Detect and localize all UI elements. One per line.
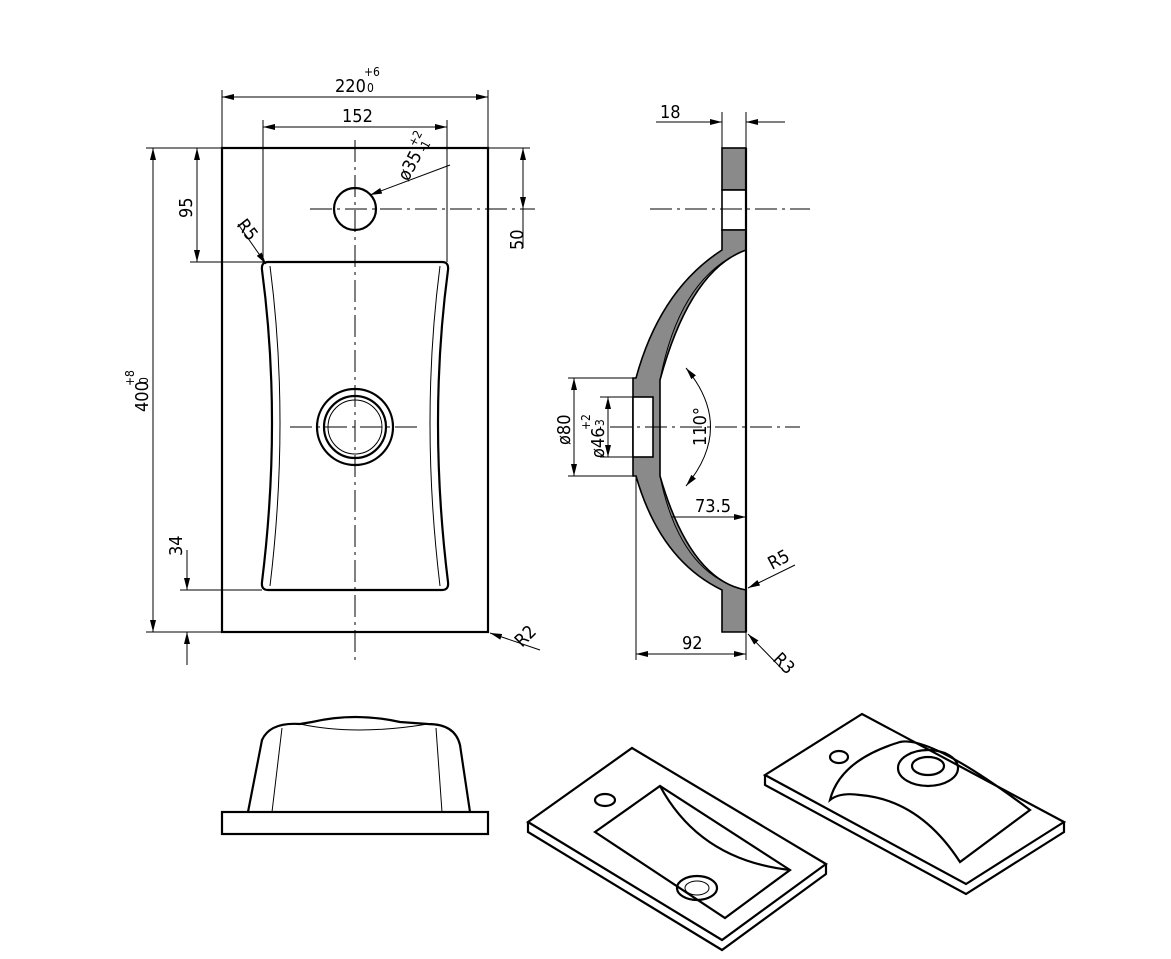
dim-tap-offset: 50	[507, 229, 528, 250]
dim-width: 220	[335, 76, 366, 97]
side-section-view: 18 ø80 ø46 +2 -3 110° 73.5 R5 92 R3	[554, 102, 810, 679]
dim-tap-hole: ø35	[394, 148, 427, 185]
end-elevation-view	[220, 715, 490, 836]
dim-inner-depth: 73.5	[695, 496, 731, 517]
svg-text:-3: -3	[593, 419, 607, 430]
svg-text:+2: +2	[579, 414, 593, 430]
isometric-view-top	[526, 746, 828, 952]
svg-text:+8: +8	[123, 370, 137, 386]
dim-angle: 110°	[690, 407, 711, 446]
svg-text:0: 0	[367, 81, 374, 95]
isometric-view-underside	[762, 712, 1067, 896]
dim-edge-radius: R5	[764, 546, 793, 575]
front-view: 220 +6 0 152 ø35 +2 -1 95 50 R5 400	[123, 65, 541, 665]
section-hatch	[632, 229, 747, 633]
dim-length: 400	[132, 381, 153, 412]
dim-outer-diameter: ø80	[554, 414, 575, 445]
svg-text:0: 0	[137, 377, 151, 384]
dim-total-depth: 92	[682, 633, 703, 654]
dim-drain-diameter: ø46	[588, 427, 609, 458]
dim-bottom-to-basin: 34	[166, 535, 187, 556]
dim-basin-radius: R5	[232, 215, 262, 245]
dim-basin-width: 152	[342, 106, 373, 127]
dim-top-to-basin: 95	[176, 197, 197, 218]
dim-thickness: 18	[660, 102, 681, 123]
dim-corner-radius: R2	[511, 621, 541, 651]
svg-text:+6: +6	[364, 65, 380, 79]
dim-bottom-radius: R3	[768, 649, 798, 679]
svg-text:+2: +2	[405, 128, 425, 149]
basin-outline	[260, 260, 450, 592]
